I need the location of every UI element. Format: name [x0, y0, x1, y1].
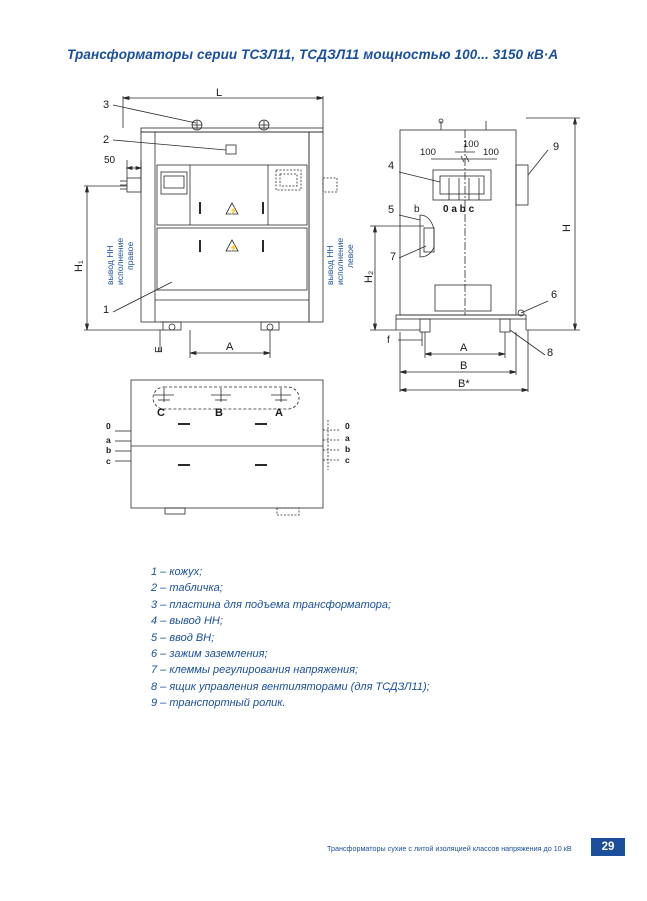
dim-100-top: 100 [463, 139, 479, 150]
warning-bolt-icon: ⚡ [229, 206, 238, 215]
legend-item: 9 – транспортный ролик. [151, 697, 286, 710]
dim-E: E [154, 346, 165, 353]
callout-9: 8 [547, 347, 553, 359]
dim-L: L [216, 87, 222, 99]
phase-B: B [215, 407, 223, 419]
warning-bolt-icon: ⚡ [229, 243, 238, 252]
top-view [115, 379, 339, 516]
dim-H2: H₂ [363, 271, 375, 283]
right-terminal-c: c [345, 455, 350, 465]
front-view [84, 95, 338, 358]
callout-6: 6 [551, 289, 557, 301]
lv-left-label-3: левое [345, 244, 355, 268]
legend-item: 6 – зажим заземления; [151, 648, 268, 661]
phase-C: C [157, 407, 165, 419]
legend-item: 5 – ввод ВН; [151, 631, 215, 644]
dim-B: B [460, 360, 467, 372]
callout-7: 7 [390, 251, 396, 263]
dim-100-right: 100 [483, 147, 499, 158]
left-terminal-c: c [106, 456, 111, 466]
lv-left-label-1: вывод НН [325, 245, 335, 285]
dim-50: 50 [104, 155, 116, 166]
lv-right-label-2: исполнение [115, 238, 125, 285]
callout-3: 3 [103, 99, 109, 111]
phase-A: A [275, 407, 283, 419]
lv-terminals: 0 a b c [443, 204, 475, 215]
lv-right-label-3: правое [125, 242, 135, 270]
dim-A-side: A [460, 342, 468, 354]
dim-H1: H₁ [73, 260, 85, 272]
footer-text: Трансформаторы сухие с литой изоляцией к… [327, 844, 572, 853]
dim-b: b [414, 204, 420, 215]
legend-item: 3 – пластина для подъема трансформатора; [151, 598, 392, 611]
right-terminal-a: a [345, 433, 350, 443]
callout-8: 9 [553, 141, 559, 153]
callout-5: 5 [388, 204, 394, 216]
callout-2: 2 [103, 134, 109, 146]
callout-1: 1 [103, 304, 109, 316]
dim-A-front: A [226, 341, 234, 353]
lv-left-label-2: исполнение [335, 238, 345, 285]
right-terminal-b: b [345, 444, 350, 454]
lv-right-label-1: вывод НН [105, 245, 115, 285]
legend-item: 1 – кожух; [151, 566, 203, 578]
legend-item: 2 – табличка; [151, 582, 223, 595]
legend-item: 4 – вывод НН; [151, 615, 223, 628]
dim-100-left: 100 [420, 147, 436, 158]
left-terminal-a: a [106, 435, 111, 445]
legend-item: 7 – клеммы регулирования напряжения; [151, 664, 359, 677]
legend: 1 – кожух; 2 – табличка; 3 – пластина дл… [151, 564, 430, 712]
page-title: Трансформаторы серии ТСЗЛ11, ТСДЗЛ11 мощ… [67, 47, 559, 62]
right-terminal-0: 0 [345, 421, 350, 431]
left-terminal-0: 0 [106, 421, 111, 431]
dim-H: H [561, 224, 573, 232]
legend-item: 8 – ящик управления вентиляторами (для Т… [151, 680, 430, 693]
dim-f: f [387, 335, 390, 346]
side-view [370, 117, 580, 393]
page-number: 29 [591, 838, 625, 856]
left-terminal-b: b [106, 445, 111, 455]
callout-4: 4 [388, 160, 394, 172]
dim-Bstar: B* [458, 378, 470, 390]
